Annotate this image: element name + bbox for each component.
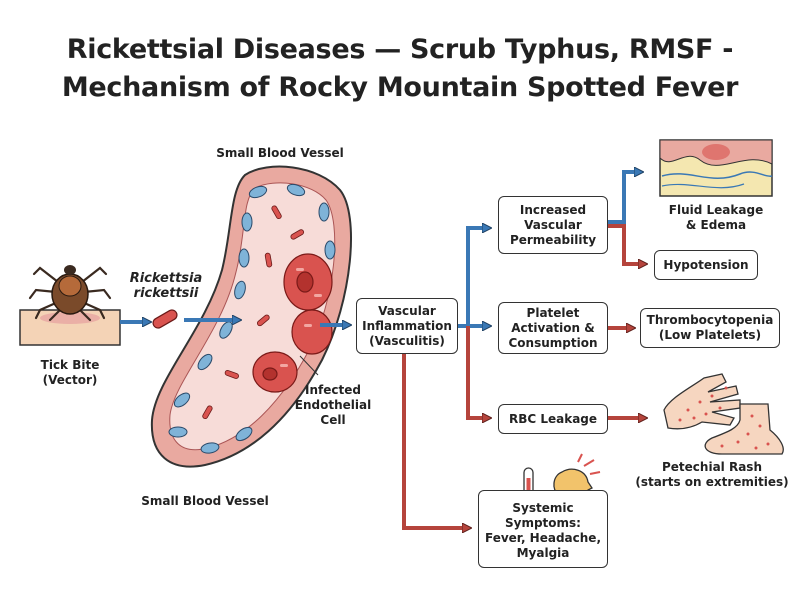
box-thrombocytopenia: Thrombocytopenia (Low Platelets) [640, 308, 780, 348]
label-rash-line2: (starts on extremities) [635, 475, 789, 489]
box-systemic-line3: Myalgia [516, 546, 570, 560]
tissue-edema-icon [659, 139, 773, 197]
label-tick-bite: Tick Bite (Vector) [20, 358, 120, 388]
label-fluid-leakage: Fluid Leakage & Edema [646, 203, 786, 233]
box-permeability: Increased Vascular Permeability [498, 196, 608, 254]
label-infected-line1: Infected [305, 383, 361, 397]
box-vasculitis-line1: Vascular [378, 303, 436, 318]
box-vasculitis-line3: (Vasculitis) [369, 333, 445, 348]
blood-vessel [150, 165, 352, 468]
box-rbc-line1: RBC Leakage [508, 411, 598, 426]
label-bacterium-line2: rickettsii [133, 286, 199, 301]
bacterium-icon [152, 309, 178, 329]
box-vasculitis-line2: Inflammation [362, 318, 452, 333]
box-permeability-line1: Increased [519, 202, 587, 217]
tick-icon [19, 265, 121, 346]
box-platelet: Platelet Activation & Consumption [498, 302, 608, 354]
label-infected-line3: Cell [320, 413, 346, 427]
label-vessel-bottom: Small Blood Vessel [141, 494, 269, 508]
label-bacterium-line1: Rickettsia [129, 271, 203, 286]
label-rash-line1: Petechial Rash [662, 460, 762, 474]
box-permeability-line2: Vascular [524, 217, 582, 232]
box-vasculitis: Vascular Inflammation (Vasculitis) [356, 298, 458, 354]
box-systemic-line2: Fever, Headache, [484, 531, 602, 545]
box-thrombocytopenia-line1: Thrombocytopenia [646, 313, 774, 327]
foot-rash-icon [704, 403, 784, 455]
label-tick-bite-line2: (Vector) [42, 373, 98, 387]
box-hypotension-line1: Hypotension [663, 257, 749, 272]
label-infected-cell: Infected Endothelial Cell [288, 383, 378, 428]
title-line-2: Mechanism of Rocky Mountain Spotted Feve… [61, 72, 739, 103]
label-bacterium: Rickettsia rickettsii [126, 271, 206, 301]
box-platelet-line1: Platelet [526, 305, 580, 320]
label-fluid-line2: & Edema [685, 218, 747, 232]
box-rbc-leakage: RBC Leakage [498, 404, 608, 434]
hand-rash-icon [663, 373, 741, 430]
box-platelet-line3: Consumption [508, 335, 598, 350]
box-permeability-line3: Permeability [509, 232, 597, 247]
title-line-1: Rickettsial Diseases — Scrub Typhus, RMS… [66, 34, 734, 65]
label-vessel-top: Small Blood Vessel [216, 146, 344, 160]
box-thrombocytopenia-line2: (Low Platelets) [658, 328, 762, 342]
box-systemic-line1: Systemic Symptoms: [505, 501, 581, 530]
label-infected-line2: Endothelial [294, 398, 372, 412]
box-systemic-symptoms: Systemic Symptoms: Fever, Headache, Myal… [478, 490, 608, 568]
box-hypotension: Hypotension [654, 250, 758, 280]
label-tick-bite-line1: Tick Bite [40, 358, 100, 372]
label-fluid-line1: Fluid Leakage [668, 203, 764, 217]
box-platelet-line2: Activation & [511, 320, 595, 335]
label-petechial-rash: Petechial Rash (starts on extremities) [632, 460, 792, 490]
